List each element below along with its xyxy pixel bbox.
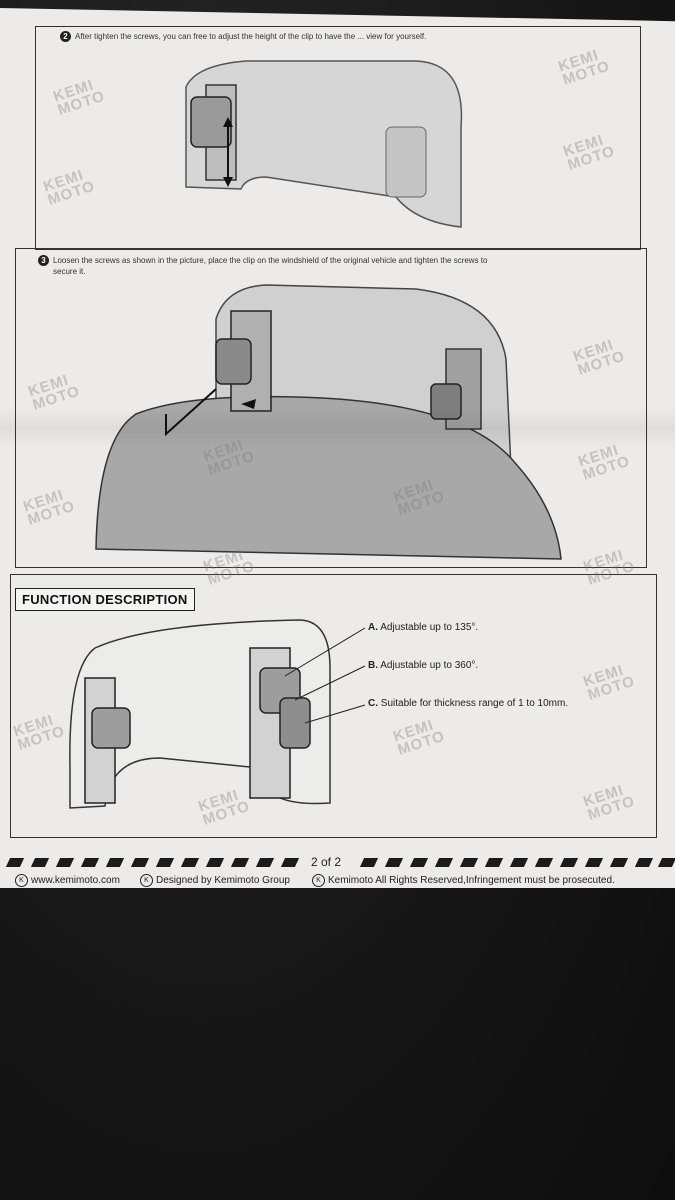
callout-c-text: Suitable for thickness range of 1 to 10m… [381,698,568,709]
callout-b: B. Adjustable up to 360°. [368,660,478,671]
rights-text: Kemimoto All Rights Reserved,Infringemen… [328,875,615,886]
callout-b-text: Adjustable up to 360°. [380,660,478,671]
designer-text: Designed by Kemimoto Group [156,875,290,886]
callout-a: A. Adjustable up to 135°. [368,622,478,633]
callout-a-text: Adjustable up to 135°. [380,622,478,633]
callout-a-letter: A. [368,622,378,633]
callout-b-letter: B. [368,660,378,671]
website-text: www.kemimoto.com [31,875,120,886]
k-logo-icon: K [312,874,325,887]
k-logo-icon: K [140,874,153,887]
k-logo-icon: K [15,874,28,887]
callout-c: C. Suitable for thickness range of 1 to … [368,698,568,709]
callout-c-letter: C. [368,698,378,709]
page-number: 2 of 2 [305,855,347,869]
